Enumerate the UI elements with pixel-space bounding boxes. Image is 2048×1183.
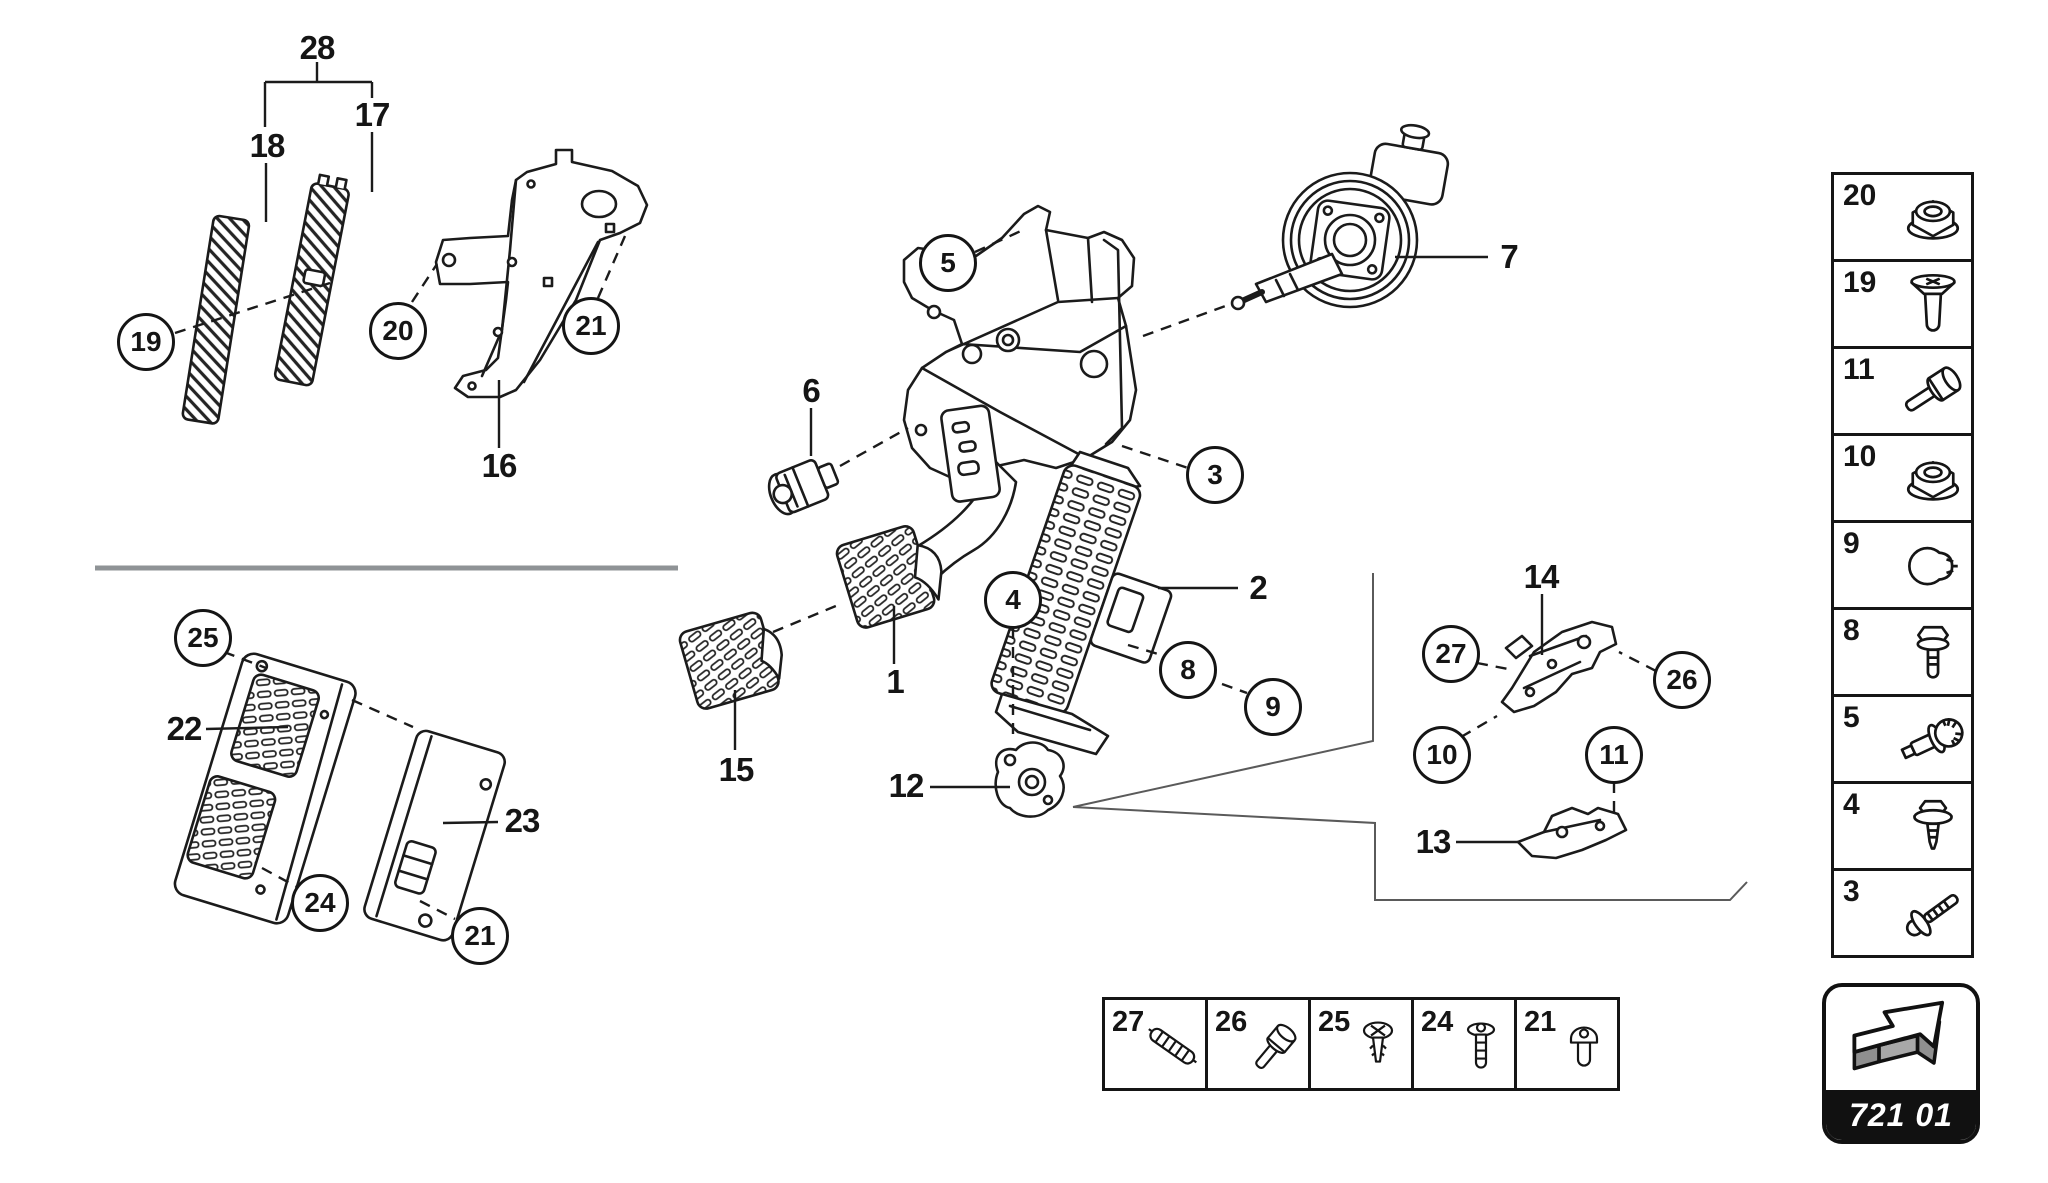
callout-14[interactable]: 14 bbox=[1523, 558, 1560, 595]
fastener-number: 4 bbox=[1843, 788, 1860, 821]
part-pedal-pad-15 bbox=[678, 611, 784, 710]
callout-5[interactable]: 5 bbox=[919, 234, 977, 292]
callout-24[interactable]: 24 bbox=[291, 874, 349, 932]
arrow-up-right-3d-icon bbox=[1852, 1000, 1945, 1071]
rivet-screw-icon bbox=[1466, 1022, 1496, 1069]
callout-18[interactable]: 18 bbox=[249, 127, 286, 164]
hex-flange-bolt-icon bbox=[1916, 625, 1950, 679]
fastener-number: 11 bbox=[1843, 353, 1875, 386]
bottom-cell-27[interactable]: 27 bbox=[1105, 1000, 1205, 1088]
washer-screw-icon bbox=[1905, 893, 1959, 937]
callout-3[interactable]: 3 bbox=[1186, 446, 1244, 504]
fastener-number: 26 bbox=[1215, 1006, 1248, 1038]
fastener-number: 9 bbox=[1843, 527, 1860, 560]
part-brake-booster-7 bbox=[1230, 123, 1450, 311]
page-code-text: 721 01 bbox=[1826, 1090, 1976, 1140]
fastener-number: 10 bbox=[1843, 440, 1877, 473]
sidebar-cell-4[interactable]: 4 bbox=[1834, 781, 1971, 868]
callout-11[interactable]: 11 bbox=[1585, 726, 1643, 784]
ribbed-clip-icon bbox=[1148, 1027, 1197, 1065]
part-bracket-16 bbox=[434, 148, 649, 399]
flange-nut-icon bbox=[1906, 199, 1960, 240]
hex-bolt-icon bbox=[1255, 1023, 1297, 1070]
part-bracket-13 bbox=[1516, 806, 1628, 860]
fastener-number: 21 bbox=[1524, 1006, 1557, 1038]
part-accelerator-pedal-2 bbox=[990, 464, 1173, 756]
callout-19[interactable]: 19 bbox=[117, 313, 175, 371]
bottom-cell-26[interactable]: 26 bbox=[1205, 1000, 1308, 1088]
sidebar-cell-3[interactable]: 3 bbox=[1834, 868, 1971, 955]
callout-28[interactable]: 28 bbox=[299, 29, 336, 66]
part-footrest-22 bbox=[173, 652, 357, 925]
sidebar-cell-8[interactable]: 8 bbox=[1834, 607, 1971, 694]
fastener-number: 25 bbox=[1318, 1006, 1351, 1038]
fastener-number: 19 bbox=[1843, 266, 1877, 299]
callout-26[interactable]: 26 bbox=[1653, 651, 1711, 709]
fastener-sidebar: 20 19 11 10 9 bbox=[1831, 172, 1974, 958]
fastener-number: 5 bbox=[1843, 701, 1860, 734]
leader-lines bbox=[205, 62, 1544, 844]
sidebar-cell-11[interactable]: 11 bbox=[1834, 346, 1971, 433]
countersunk-screw-icon bbox=[1910, 273, 1956, 332]
sidebar-cell-19[interactable]: 19 bbox=[1834, 259, 1971, 346]
callout-10[interactable]: 10 bbox=[1413, 726, 1471, 784]
dashed-assembly-lines bbox=[174, 228, 1657, 921]
callout-2[interactable]: 2 bbox=[1249, 569, 1267, 606]
callout-12[interactable]: 12 bbox=[888, 767, 925, 804]
sidebar-cell-10[interactable]: 10 bbox=[1834, 433, 1971, 520]
fastener-number: 24 bbox=[1421, 1006, 1454, 1038]
push-rivet-icon bbox=[1362, 1021, 1394, 1063]
fastener-bottom-strip: 27 26 25 24 bbox=[1102, 997, 1620, 1091]
part-trim-strip-17 bbox=[273, 173, 350, 387]
sidebar-cell-20[interactable]: 20 bbox=[1834, 175, 1971, 259]
bottom-cell-25[interactable]: 25 bbox=[1308, 1000, 1411, 1088]
part-switch-6 bbox=[767, 459, 840, 516]
callout-13[interactable]: 13 bbox=[1415, 823, 1452, 860]
part-bracket-14 bbox=[1500, 620, 1618, 714]
callout-21[interactable]: 21 bbox=[451, 907, 509, 965]
sidebar-cell-5[interactable]: 5 bbox=[1834, 694, 1971, 781]
callout-23[interactable]: 23 bbox=[504, 802, 541, 839]
callout-1[interactable]: 1 bbox=[886, 663, 904, 700]
callout-17[interactable]: 17 bbox=[354, 96, 391, 133]
callout-7[interactable]: 7 bbox=[1500, 238, 1518, 275]
fastener-number: 27 bbox=[1112, 1006, 1145, 1038]
fastener-number: 8 bbox=[1843, 614, 1860, 647]
callout-27[interactable]: 27 bbox=[1422, 625, 1480, 683]
flange-screw-icon bbox=[1913, 799, 1953, 850]
pan-head-screw-icon bbox=[1569, 1026, 1599, 1067]
cap-plug-icon bbox=[1908, 546, 1958, 586]
page-code-box[interactable]: 721 01 bbox=[1822, 983, 1980, 1144]
callout-4[interactable]: 4 bbox=[984, 571, 1042, 629]
part-brake-pedal-1 bbox=[835, 404, 1018, 629]
shoulder-bolt-icon bbox=[1900, 718, 1964, 760]
callout-25[interactable]: 25 bbox=[174, 609, 232, 667]
sidebar-cell-9[interactable]: 9 bbox=[1834, 520, 1971, 607]
callout-21[interactable]: 21 bbox=[562, 297, 620, 355]
part-side-cover-23 bbox=[363, 729, 507, 942]
flange-nut-icon bbox=[1906, 460, 1960, 501]
callout-6[interactable]: 6 bbox=[802, 372, 820, 409]
fastener-number: 20 bbox=[1843, 179, 1877, 212]
callout-9[interactable]: 9 bbox=[1244, 678, 1302, 736]
callout-22[interactable]: 22 bbox=[166, 710, 203, 747]
callout-15[interactable]: 15 bbox=[718, 751, 755, 788]
part-pivot-mount-12 bbox=[994, 741, 1065, 818]
callout-16[interactable]: 16 bbox=[481, 447, 518, 484]
hex-bolt-icon bbox=[1904, 366, 1962, 412]
callout-20[interactable]: 20 bbox=[369, 302, 427, 360]
bottom-cell-24[interactable]: 24 bbox=[1411, 1000, 1514, 1088]
group-divider-lines bbox=[95, 565, 1748, 901]
fastener-number: 3 bbox=[1843, 875, 1860, 908]
callout-8[interactable]: 8 bbox=[1159, 641, 1217, 699]
bottom-cell-21[interactable]: 21 bbox=[1514, 1000, 1617, 1088]
